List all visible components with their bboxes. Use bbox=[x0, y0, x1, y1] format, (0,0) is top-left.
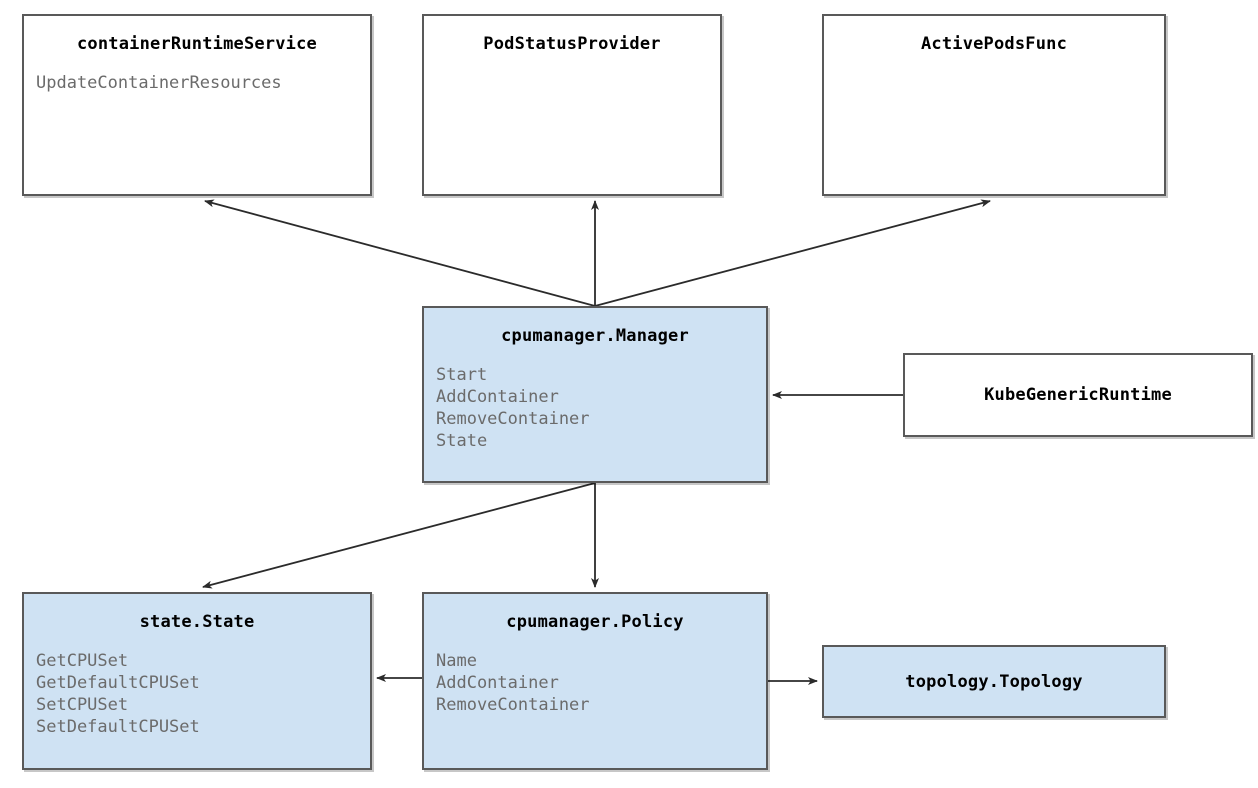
node-member: State bbox=[436, 431, 488, 451]
node-title: KubeGenericRuntime bbox=[984, 385, 1172, 405]
node-title: containerRuntimeService bbox=[76, 34, 317, 54]
node-cpumanager-policy[interactable]: cpumanager.Policy Name AddContainer Remo… bbox=[422, 592, 768, 770]
edge-manager-to-state-state bbox=[202, 482, 596, 589]
node-state-state[interactable]: state.State GetCPUSet GetDefaultCPUSet S… bbox=[22, 592, 372, 770]
node-members: GetCPUSet GetDefaultCPUSet SetCPUSet Set… bbox=[24, 650, 370, 738]
node-member: SetCPUSet bbox=[36, 695, 129, 715]
node-member: GetDefaultCPUSet bbox=[36, 673, 200, 693]
node-member: SetDefaultCPUSet bbox=[36, 717, 200, 737]
node-container-runtime-service[interactable]: containerRuntimeService UpdateContainerR… bbox=[22, 14, 372, 196]
node-pod-status-provider[interactable]: PodStatusProvider bbox=[422, 14, 722, 196]
node-topology-topology[interactable]: topology.Topology bbox=[822, 645, 1166, 718]
node-members: UpdateContainerResources bbox=[24, 72, 370, 94]
node-member: AddContainer bbox=[436, 387, 559, 407]
node-member: UpdateContainerResources bbox=[36, 73, 282, 93]
node-members: Name AddContainer RemoveContainer bbox=[424, 650, 766, 716]
node-member: GetCPUSet bbox=[36, 651, 129, 671]
node-kube-generic-runtime[interactable]: KubeGenericRuntime bbox=[903, 353, 1253, 437]
node-title: ActivePodsFunc bbox=[920, 34, 1068, 54]
node-title: PodStatusProvider bbox=[483, 34, 661, 54]
node-member: RemoveContainer bbox=[436, 695, 590, 715]
node-cpumanager-manager[interactable]: cpumanager.Manager Start AddContainer Re… bbox=[422, 306, 768, 483]
edge-manager-to-container-runtime-service bbox=[204, 199, 596, 307]
node-title: cpumanager.Manager bbox=[501, 326, 689, 346]
node-title: cpumanager.Policy bbox=[506, 612, 684, 632]
node-member: RemoveContainer bbox=[436, 409, 590, 429]
node-member: AddContainer bbox=[436, 673, 559, 693]
node-member: Start bbox=[436, 365, 488, 385]
edge-manager-to-active-pods-func bbox=[594, 199, 991, 307]
node-active-pods-func[interactable]: ActivePodsFunc bbox=[822, 14, 1166, 196]
node-title: topology.Topology bbox=[905, 671, 1083, 692]
node-title: state.State bbox=[139, 612, 255, 632]
node-member: Name bbox=[436, 651, 477, 671]
node-members: Start AddContainer RemoveContainer State bbox=[424, 364, 766, 452]
